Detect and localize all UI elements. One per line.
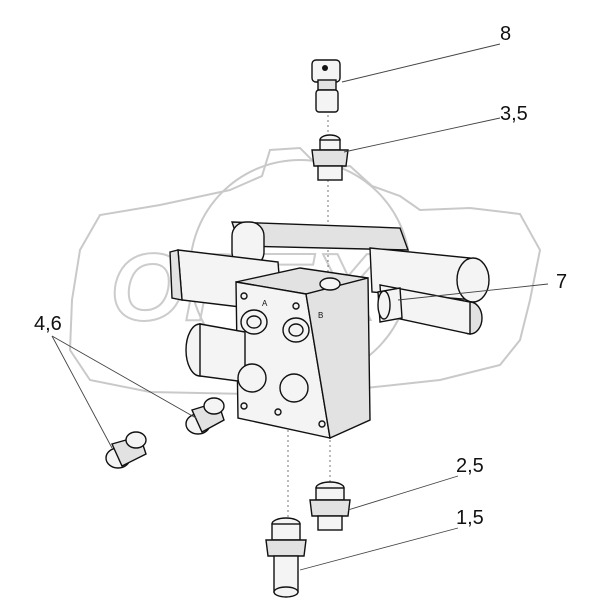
- part-4-6-fitting-left: [105, 431, 147, 469]
- callout-1-5: 1,5: [456, 507, 484, 529]
- callout-2-5: 2,5: [456, 455, 484, 477]
- part-4-6-fitting-right: [185, 397, 225, 435]
- callout-3-5: 3,5: [500, 103, 528, 125]
- callout-7: 7: [556, 271, 567, 293]
- port-t: [279, 373, 309, 403]
- leader-lines: [51, 43, 549, 571]
- part-1-5-fitting: [265, 517, 307, 598]
- port-a-label: A: [262, 299, 268, 308]
- callout-8: 8: [500, 23, 511, 45]
- callouts: 8 3,5 7 4,6 2,5 1,5: [34, 23, 567, 529]
- callout-4-6: 4,6: [34, 313, 62, 335]
- right-coil-end: [456, 257, 490, 303]
- part-8-sensor: [311, 59, 341, 113]
- valve-block-assembly: A B: [169, 221, 490, 440]
- port-b-label: B: [318, 311, 323, 320]
- top-port: [319, 277, 341, 291]
- part-2-5-fitting: [309, 481, 351, 531]
- part-3-5-fitting: [311, 134, 349, 181]
- port-p: [237, 363, 267, 393]
